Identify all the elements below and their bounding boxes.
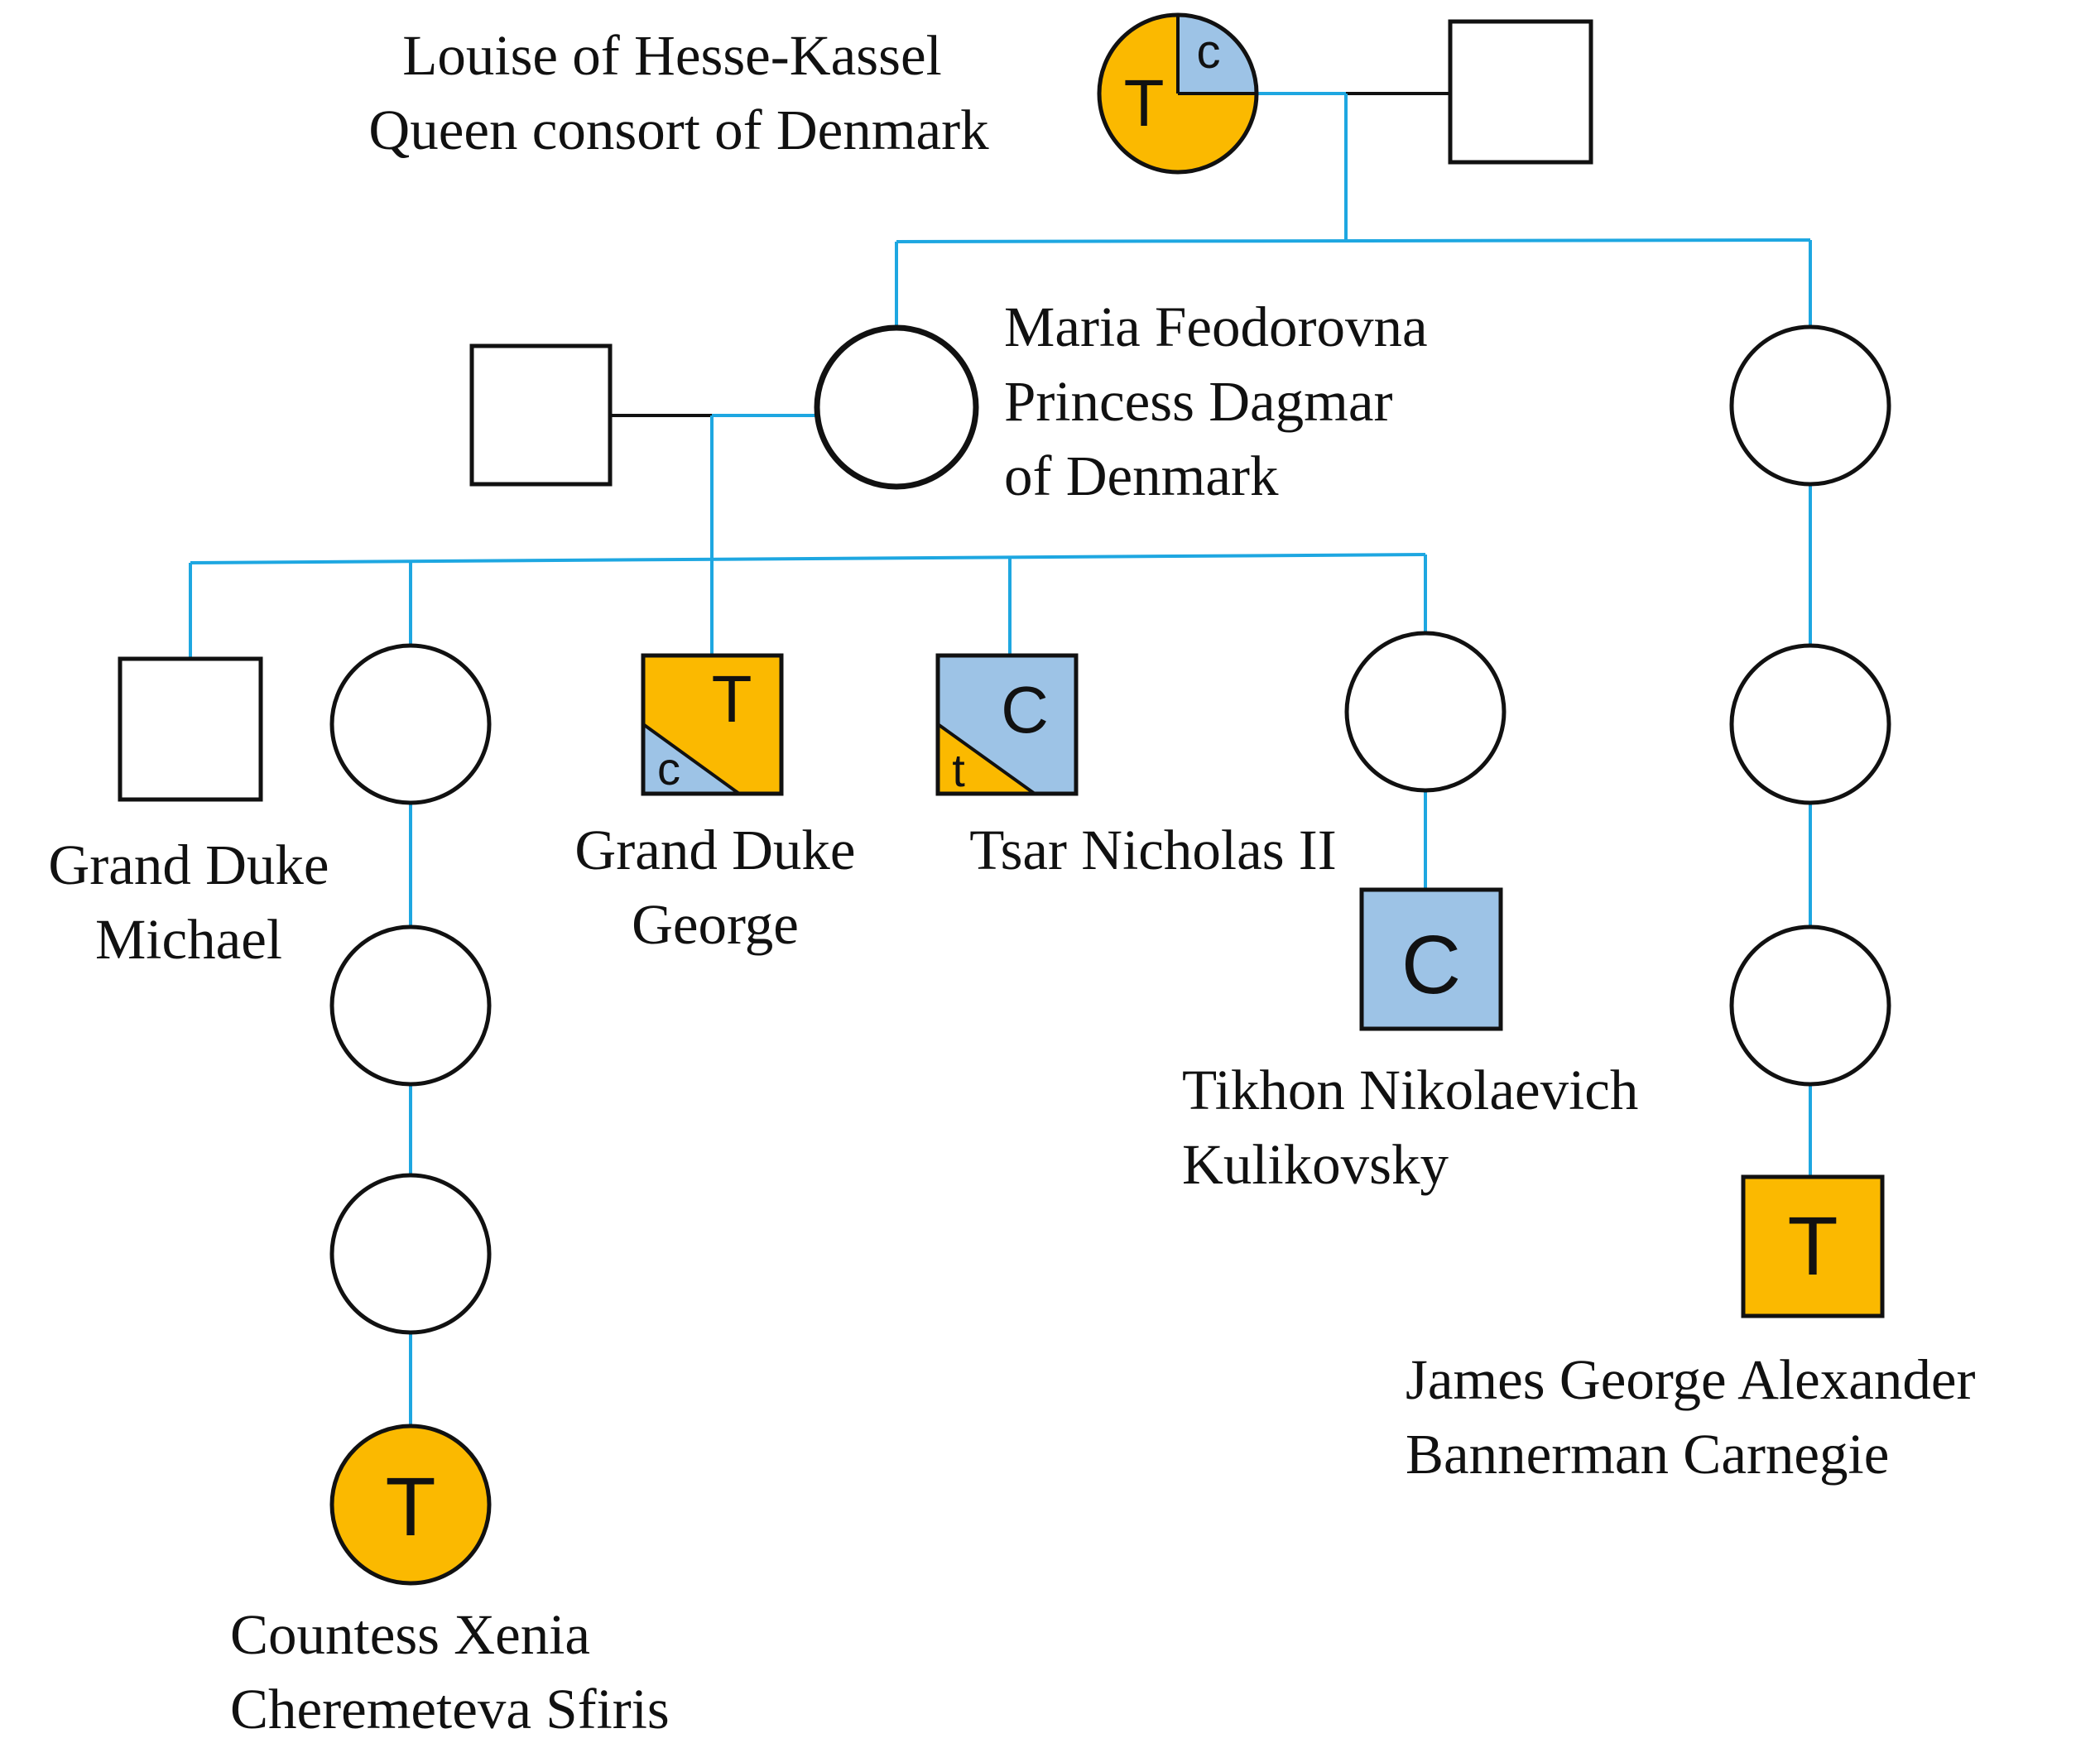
louise-spouse-symbol bbox=[1448, 19, 1593, 165]
nicholas-symbol: C t bbox=[935, 653, 1079, 796]
xenia-label-1: Countess Xenia bbox=[230, 1603, 590, 1666]
connector-lines bbox=[189, 92, 1812, 1425]
maria-label-2: Princess Dagmar bbox=[1004, 370, 1392, 433]
maria-label-3: of Denmark bbox=[1004, 444, 1279, 507]
louise-mark-c: c bbox=[1197, 25, 1221, 79]
gen3-sibship-line bbox=[190, 553, 1426, 564]
michael-label-1: Grand Duke bbox=[48, 833, 329, 896]
michael-label-2: Michael bbox=[95, 908, 282, 971]
xenia-label-2: Cheremeteva Sfiris bbox=[230, 1678, 670, 1741]
mid-daughter-symbol bbox=[1344, 631, 1507, 793]
george-label-1: Grand Duke bbox=[574, 819, 855, 881]
james-symbol: T bbox=[1741, 1174, 1885, 1318]
nicholas-mark-C: C bbox=[1001, 673, 1049, 747]
george-mark-T: T bbox=[712, 662, 752, 736]
tikhon-mark: C bbox=[1401, 919, 1461, 1011]
george-symbol: T c bbox=[641, 653, 784, 796]
maria-label-1: Maria Feodorovna bbox=[1004, 295, 1428, 358]
george-label-2: George bbox=[632, 893, 799, 956]
louise-label-1: Louise of Hesse-Kassel bbox=[402, 24, 942, 87]
tikhon-label-2: Kulikovsky bbox=[1182, 1133, 1449, 1196]
nicholas-label-1: Tsar Nicholas II bbox=[969, 819, 1337, 881]
maria-symbol bbox=[814, 324, 979, 490]
left-granddaughter-symbol bbox=[329, 924, 492, 1087]
maria-spouse-symbol bbox=[469, 343, 613, 487]
louise-label-2: Queen consort of Denmark bbox=[368, 98, 989, 161]
michael-symbol bbox=[118, 656, 263, 802]
right-daughter-symbol bbox=[1729, 324, 1891, 487]
left-daughter-symbol bbox=[329, 643, 492, 805]
xenia-mark: T bbox=[385, 1461, 435, 1553]
left-great-granddaughter-symbol bbox=[329, 1173, 492, 1335]
right-granddaughter-symbol bbox=[1729, 643, 1891, 805]
louise-symbol: T c bbox=[1097, 12, 1259, 175]
james-mark: T bbox=[1787, 1200, 1838, 1293]
tikhon-label-1: Tikhon Nikolaevich bbox=[1182, 1059, 1638, 1121]
louise-mark-T: T bbox=[1124, 66, 1165, 140]
gen2-sibship-line bbox=[896, 238, 1811, 243]
tikhon-symbol: C bbox=[1359, 887, 1503, 1031]
george-mark-c: c bbox=[657, 742, 680, 795]
right-great-granddaughter-symbol bbox=[1729, 924, 1891, 1087]
nicholas-mark-t: t bbox=[952, 744, 965, 796]
xenia-symbol: T bbox=[329, 1424, 492, 1586]
james-label-2: Bannerman Carnegie bbox=[1406, 1423, 1889, 1486]
james-label-1: James George Alexander bbox=[1406, 1348, 1976, 1411]
